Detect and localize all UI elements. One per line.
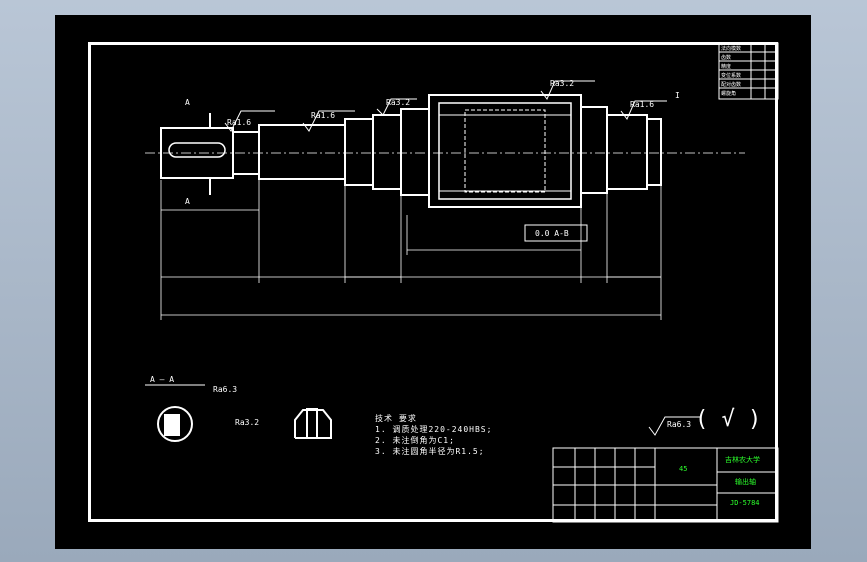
tech-item: 1. 调质处理220-240HBS; — [375, 425, 493, 434]
general-roughness-symbol-text: ( √ ) — [695, 407, 762, 432]
table-row-label: 螺旋角 — [721, 91, 737, 97]
tech-item: 3. 未注圆角半径为R1.5; — [375, 447, 485, 456]
roughness-label: Ra1.6 — [630, 100, 655, 109]
table-row-label: 变位系数 — [721, 73, 742, 79]
shaft-drawing — [145, 42, 779, 523]
dimension-lines — [160, 180, 662, 320]
section-mark: A — [185, 197, 190, 206]
roughness-label: Ra3.2 — [235, 418, 260, 427]
technical-requirements: 技术 要求 1. 调质处理220-240HBS; 2. 未注倒角为C1; 3. … — [375, 413, 492, 457]
leader-i: I — [675, 91, 680, 100]
part-name: 输出轴 — [735, 478, 756, 486]
table-row-label: 精度 — [721, 64, 732, 70]
drawing-border — [88, 42, 778, 522]
general-roughness-symbol — [648, 416, 701, 436]
title-block — [552, 447, 779, 523]
table-row-label: 齿数 — [721, 55, 732, 61]
school-name: 吉林农大学 — [725, 456, 760, 464]
roughness-label: Ra3.2 — [550, 79, 575, 88]
keyway — [168, 142, 226, 158]
parameter-table — [718, 42, 779, 100]
material: 45 — [679, 465, 688, 473]
section-view — [145, 384, 205, 442]
table-row-label: 法向模数 — [721, 46, 742, 52]
section-title: A — A — [150, 375, 175, 384]
section-mark: A — [185, 98, 190, 107]
roughness-label: Ra3.2 — [386, 98, 411, 107]
drawing-number: JD-5784 — [730, 499, 760, 507]
drawing-canvas[interactable]: Ra1.6 Ra1.6 Ra3.2 Ra3.2 Ra1.6 Ra6.3 Ra3.… — [55, 15, 811, 549]
roughness-label: Ra1.6 — [227, 118, 252, 127]
roughness-label: Ra1.6 — [311, 111, 336, 120]
tech-item: 2. 未注倒角为C1; — [375, 436, 455, 445]
roughness-symbols — [224, 80, 667, 132]
tolerance-frame-text: 0.0 A-B — [535, 229, 569, 238]
detail-view — [294, 408, 332, 439]
table-row-label: 配对齿数 — [721, 82, 742, 88]
tech-title: 技术 要求 — [375, 414, 417, 423]
shaft-outline — [160, 94, 662, 208]
roughness-label: Ra6.3 — [213, 385, 238, 394]
general-roughness-label: Ra6.3 — [667, 420, 692, 429]
tolerance-frame — [524, 224, 588, 242]
